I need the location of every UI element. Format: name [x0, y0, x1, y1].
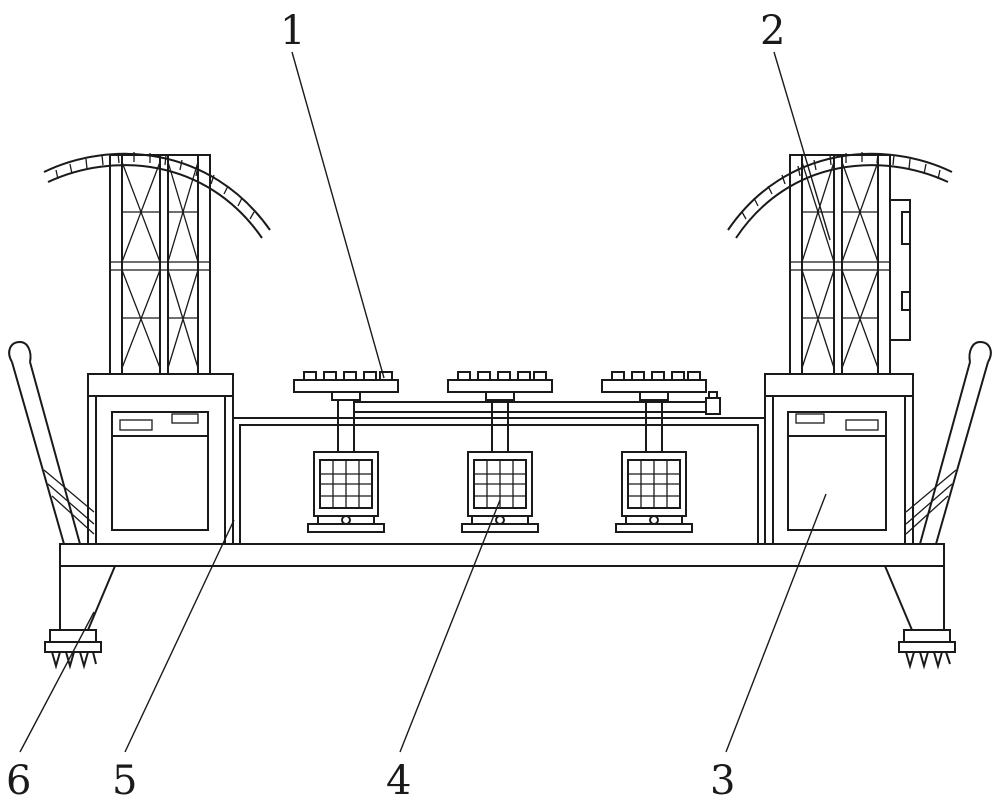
- right-push-handle: [905, 340, 992, 545]
- clamp-assembly-1: [293, 371, 399, 533]
- clamp-assembly-2: [447, 371, 553, 533]
- right-support-leg: [884, 565, 956, 670]
- callout-4: 4: [386, 758, 411, 804]
- center-frame: [232, 417, 766, 545]
- leader-6: [19, 611, 95, 753]
- callout-labels: 1 2 3 4 5 6: [6, 8, 785, 804]
- leader-5: [124, 519, 235, 753]
- right-cabinet: [764, 373, 914, 545]
- callout-leaders: [19, 51, 831, 753]
- right-tower: [789, 154, 911, 375]
- callout-5: 5: [112, 758, 137, 804]
- leader-1: [291, 51, 385, 379]
- callout-1: 1: [280, 8, 305, 54]
- left-support-leg: [44, 565, 116, 670]
- callout-2: 2: [760, 8, 785, 54]
- callout-3: 3: [710, 758, 735, 804]
- callout-6: 6: [6, 758, 31, 804]
- left-cabinet: [87, 373, 234, 545]
- clamp-assembly-3: [601, 371, 707, 533]
- connecting-shaft: [355, 391, 721, 415]
- leader-2: [773, 51, 831, 241]
- left-arc-reflector: [43, 152, 271, 239]
- base-platform: [59, 543, 945, 567]
- left-push-handle: [8, 340, 95, 545]
- left-tower: [109, 154, 211, 375]
- right-arc-reflector: [727, 152, 953, 239]
- leader-3: [725, 493, 827, 753]
- leader-4: [399, 499, 501, 753]
